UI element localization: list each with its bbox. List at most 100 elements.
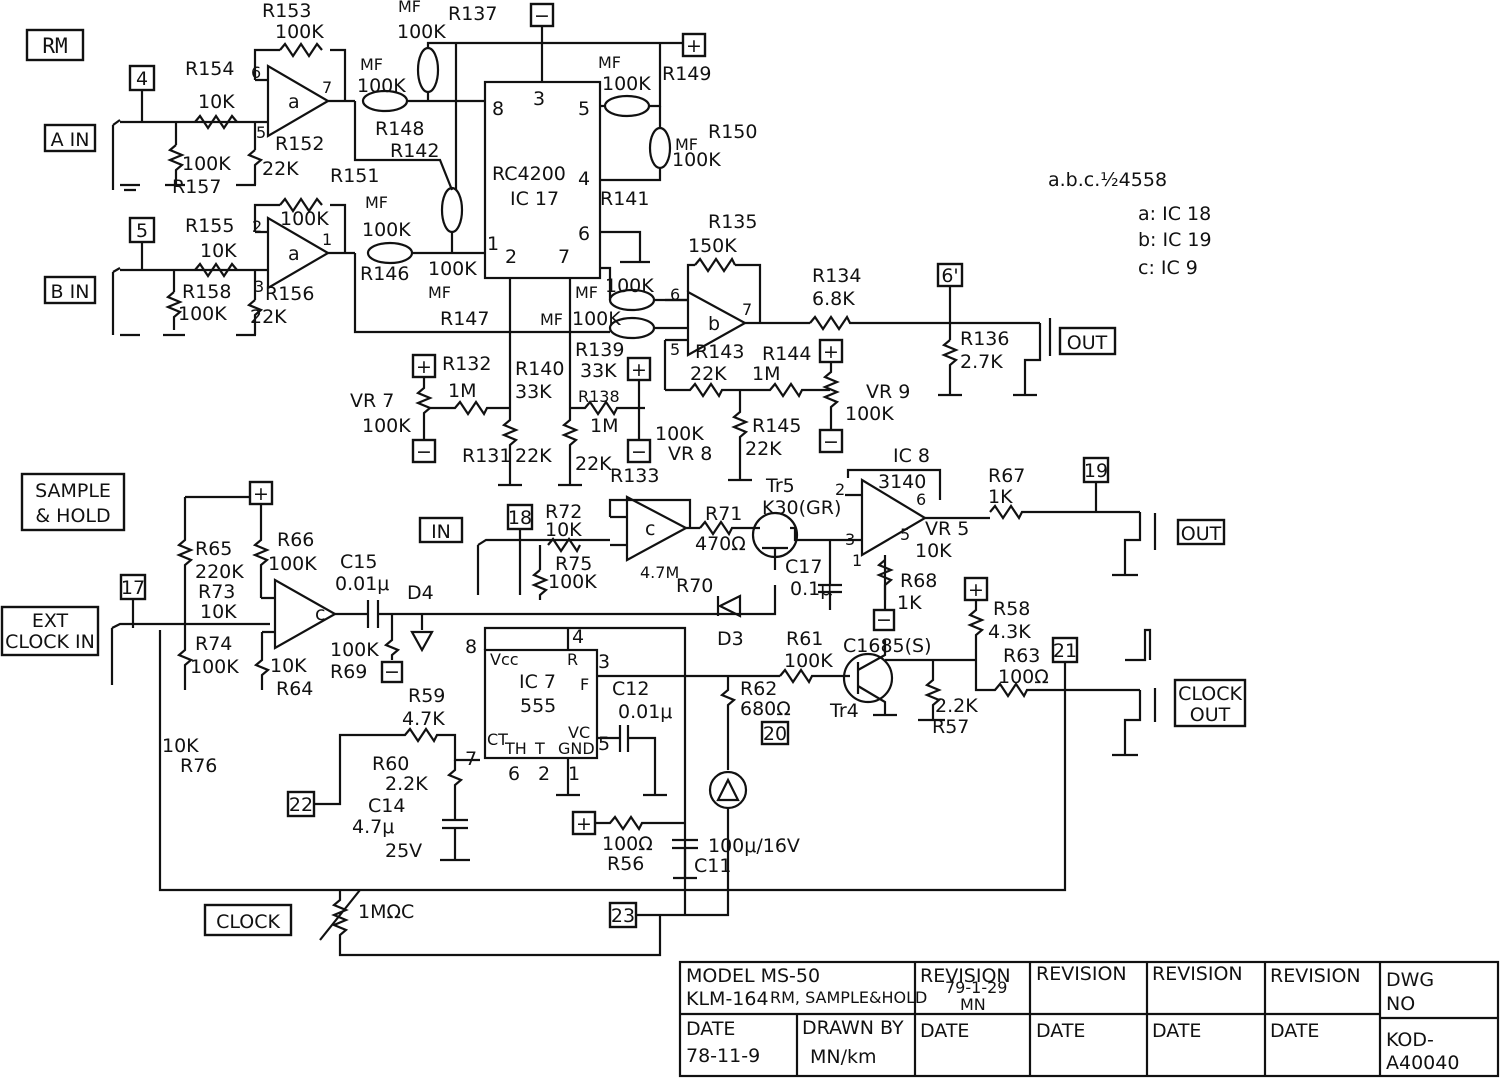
minus-r68: − <box>872 608 896 632</box>
svg-text:MF: MF <box>428 283 451 302</box>
svg-text:a: IC 18: a: IC 18 <box>1138 203 1211 225</box>
svg-text:R67: R67 <box>988 465 1025 487</box>
r157-symbol <box>167 144 185 185</box>
svg-text:18: 18 <box>508 507 532 529</box>
svg-text:R155: R155 <box>185 215 234 237</box>
r65-r66 <box>176 495 270 628</box>
svg-text:10K: 10K <box>162 735 199 757</box>
plus-r66: + <box>248 480 274 506</box>
svg-text:100K: 100K <box>190 656 239 678</box>
r135-symbol <box>694 256 736 273</box>
svg-text:6: 6 <box>508 763 520 785</box>
svg-text:IC 8: IC 8 <box>893 445 930 467</box>
svg-text:22K: 22K <box>745 438 782 460</box>
r150-symbol <box>648 126 672 170</box>
svg-text:680Ω: 680Ω <box>740 698 791 720</box>
svg-text:100Ω: 100Ω <box>602 833 653 855</box>
svg-text:100K: 100K <box>548 571 597 593</box>
svg-text:+: + <box>576 813 592 835</box>
opamp-legend: a.b.c.½4558 a: IC 18 b: IC 19 c: IC 9 <box>1048 169 1212 279</box>
a-in-wire <box>111 90 255 190</box>
svg-text:10K: 10K <box>545 519 582 541</box>
plus-r56: + <box>571 810 597 836</box>
svg-text:MF: MF <box>540 310 563 329</box>
svg-text:Vcc: Vcc <box>490 650 519 669</box>
svg-text:DRAWN BY: DRAWN BY <box>802 1017 904 1039</box>
svg-text:2.2K: 2.2K <box>935 695 978 717</box>
svg-text:10K: 10K <box>198 91 235 113</box>
svg-text:CLOCK: CLOCK <box>216 911 280 933</box>
svg-text:10K: 10K <box>200 601 237 623</box>
svg-text:5: 5 <box>598 733 610 755</box>
svg-text:4.7M: 4.7M <box>640 563 679 582</box>
svg-text:VR 5: VR 5 <box>925 518 969 540</box>
svg-text:C17: C17 <box>785 556 822 578</box>
svg-text:25V: 25V <box>385 840 422 862</box>
svg-text:3140: 3140 <box>878 471 926 493</box>
svg-text:22K: 22K <box>690 363 727 385</box>
svg-text:−: − <box>823 431 839 453</box>
svg-text:R65: R65 <box>195 538 232 560</box>
clock-pot <box>319 889 662 957</box>
pin-6: 6' <box>936 262 964 288</box>
r155-symbol <box>194 262 238 278</box>
svg-text:TH: TH <box>504 739 527 758</box>
svg-text:R61: R61 <box>786 628 823 650</box>
svg-text:100K: 100K <box>605 275 654 297</box>
minus-supply-top: − <box>529 2 555 28</box>
in-jack: IN <box>418 516 464 544</box>
plus-vr8: + <box>626 356 652 382</box>
svg-text:REVISION: REVISION <box>1152 963 1243 985</box>
svg-text:K30(GR): K30(GR) <box>762 497 841 519</box>
svg-text:100K: 100K <box>845 403 894 425</box>
svg-text:100Ω: 100Ω <box>998 666 1049 688</box>
svg-text:T: T <box>534 739 545 758</box>
svg-text:5: 5 <box>256 123 266 142</box>
r140-r131 <box>498 278 522 487</box>
r71-symbol <box>699 520 755 537</box>
svg-text:D4: D4 <box>407 582 434 604</box>
svg-text:100K: 100K <box>268 553 317 575</box>
r156-symbol <box>246 299 264 335</box>
svg-text:R154: R154 <box>185 58 234 80</box>
rm-out-jack: OUT <box>1058 326 1117 356</box>
svg-text:100K: 100K <box>362 219 411 241</box>
svg-text:R152: R152 <box>275 133 324 155</box>
svg-text:100K: 100K <box>428 258 477 280</box>
svg-text:6.8K: 6.8K <box>812 288 855 310</box>
svg-text:a.b.c.½4558: a.b.c.½4558 <box>1048 169 1167 191</box>
r61-symbol <box>779 668 850 685</box>
svg-text:22: 22 <box>289 794 313 816</box>
svg-text:MF: MF <box>575 283 598 302</box>
r68-symbol <box>876 559 894 610</box>
svg-text:R74: R74 <box>195 633 232 655</box>
svg-text:R64: R64 <box>276 678 313 700</box>
d4-diode <box>410 614 434 653</box>
svg-text:C15: C15 <box>340 551 377 573</box>
svg-text:MODEL MS-50: MODEL MS-50 <box>686 965 820 987</box>
svg-text:& HOLD: & HOLD <box>35 505 110 527</box>
svg-text:a: a <box>288 243 300 265</box>
svg-text:3: 3 <box>254 277 264 296</box>
r152-symbol <box>246 149 264 185</box>
clock-out-jack: CLOCK OUT <box>1173 678 1247 728</box>
svg-text:7: 7 <box>558 246 570 268</box>
svg-text:F: F <box>580 675 589 694</box>
led-indicator <box>708 770 748 810</box>
svg-text:220K: 220K <box>195 561 244 583</box>
vr7-symbol <box>415 377 433 440</box>
opamp-a2 <box>266 216 331 290</box>
svg-text:MF: MF <box>675 135 698 154</box>
ext-clock-in-jack: EXT CLOCK IN <box>0 605 100 657</box>
svg-text:R144: R144 <box>762 343 811 365</box>
r145-symbol <box>728 390 752 482</box>
svg-text:EXT: EXT <box>32 610 69 632</box>
svg-text:MF: MF <box>398 0 421 16</box>
pin-22: 22 <box>286 790 316 818</box>
svg-text:R150: R150 <box>708 121 757 143</box>
r134-symbol <box>809 314 1040 331</box>
r158-symbol <box>165 291 183 330</box>
svg-text:2.7K: 2.7K <box>960 351 1003 373</box>
svg-text:CLOCK IN: CLOCK IN <box>5 631 95 653</box>
